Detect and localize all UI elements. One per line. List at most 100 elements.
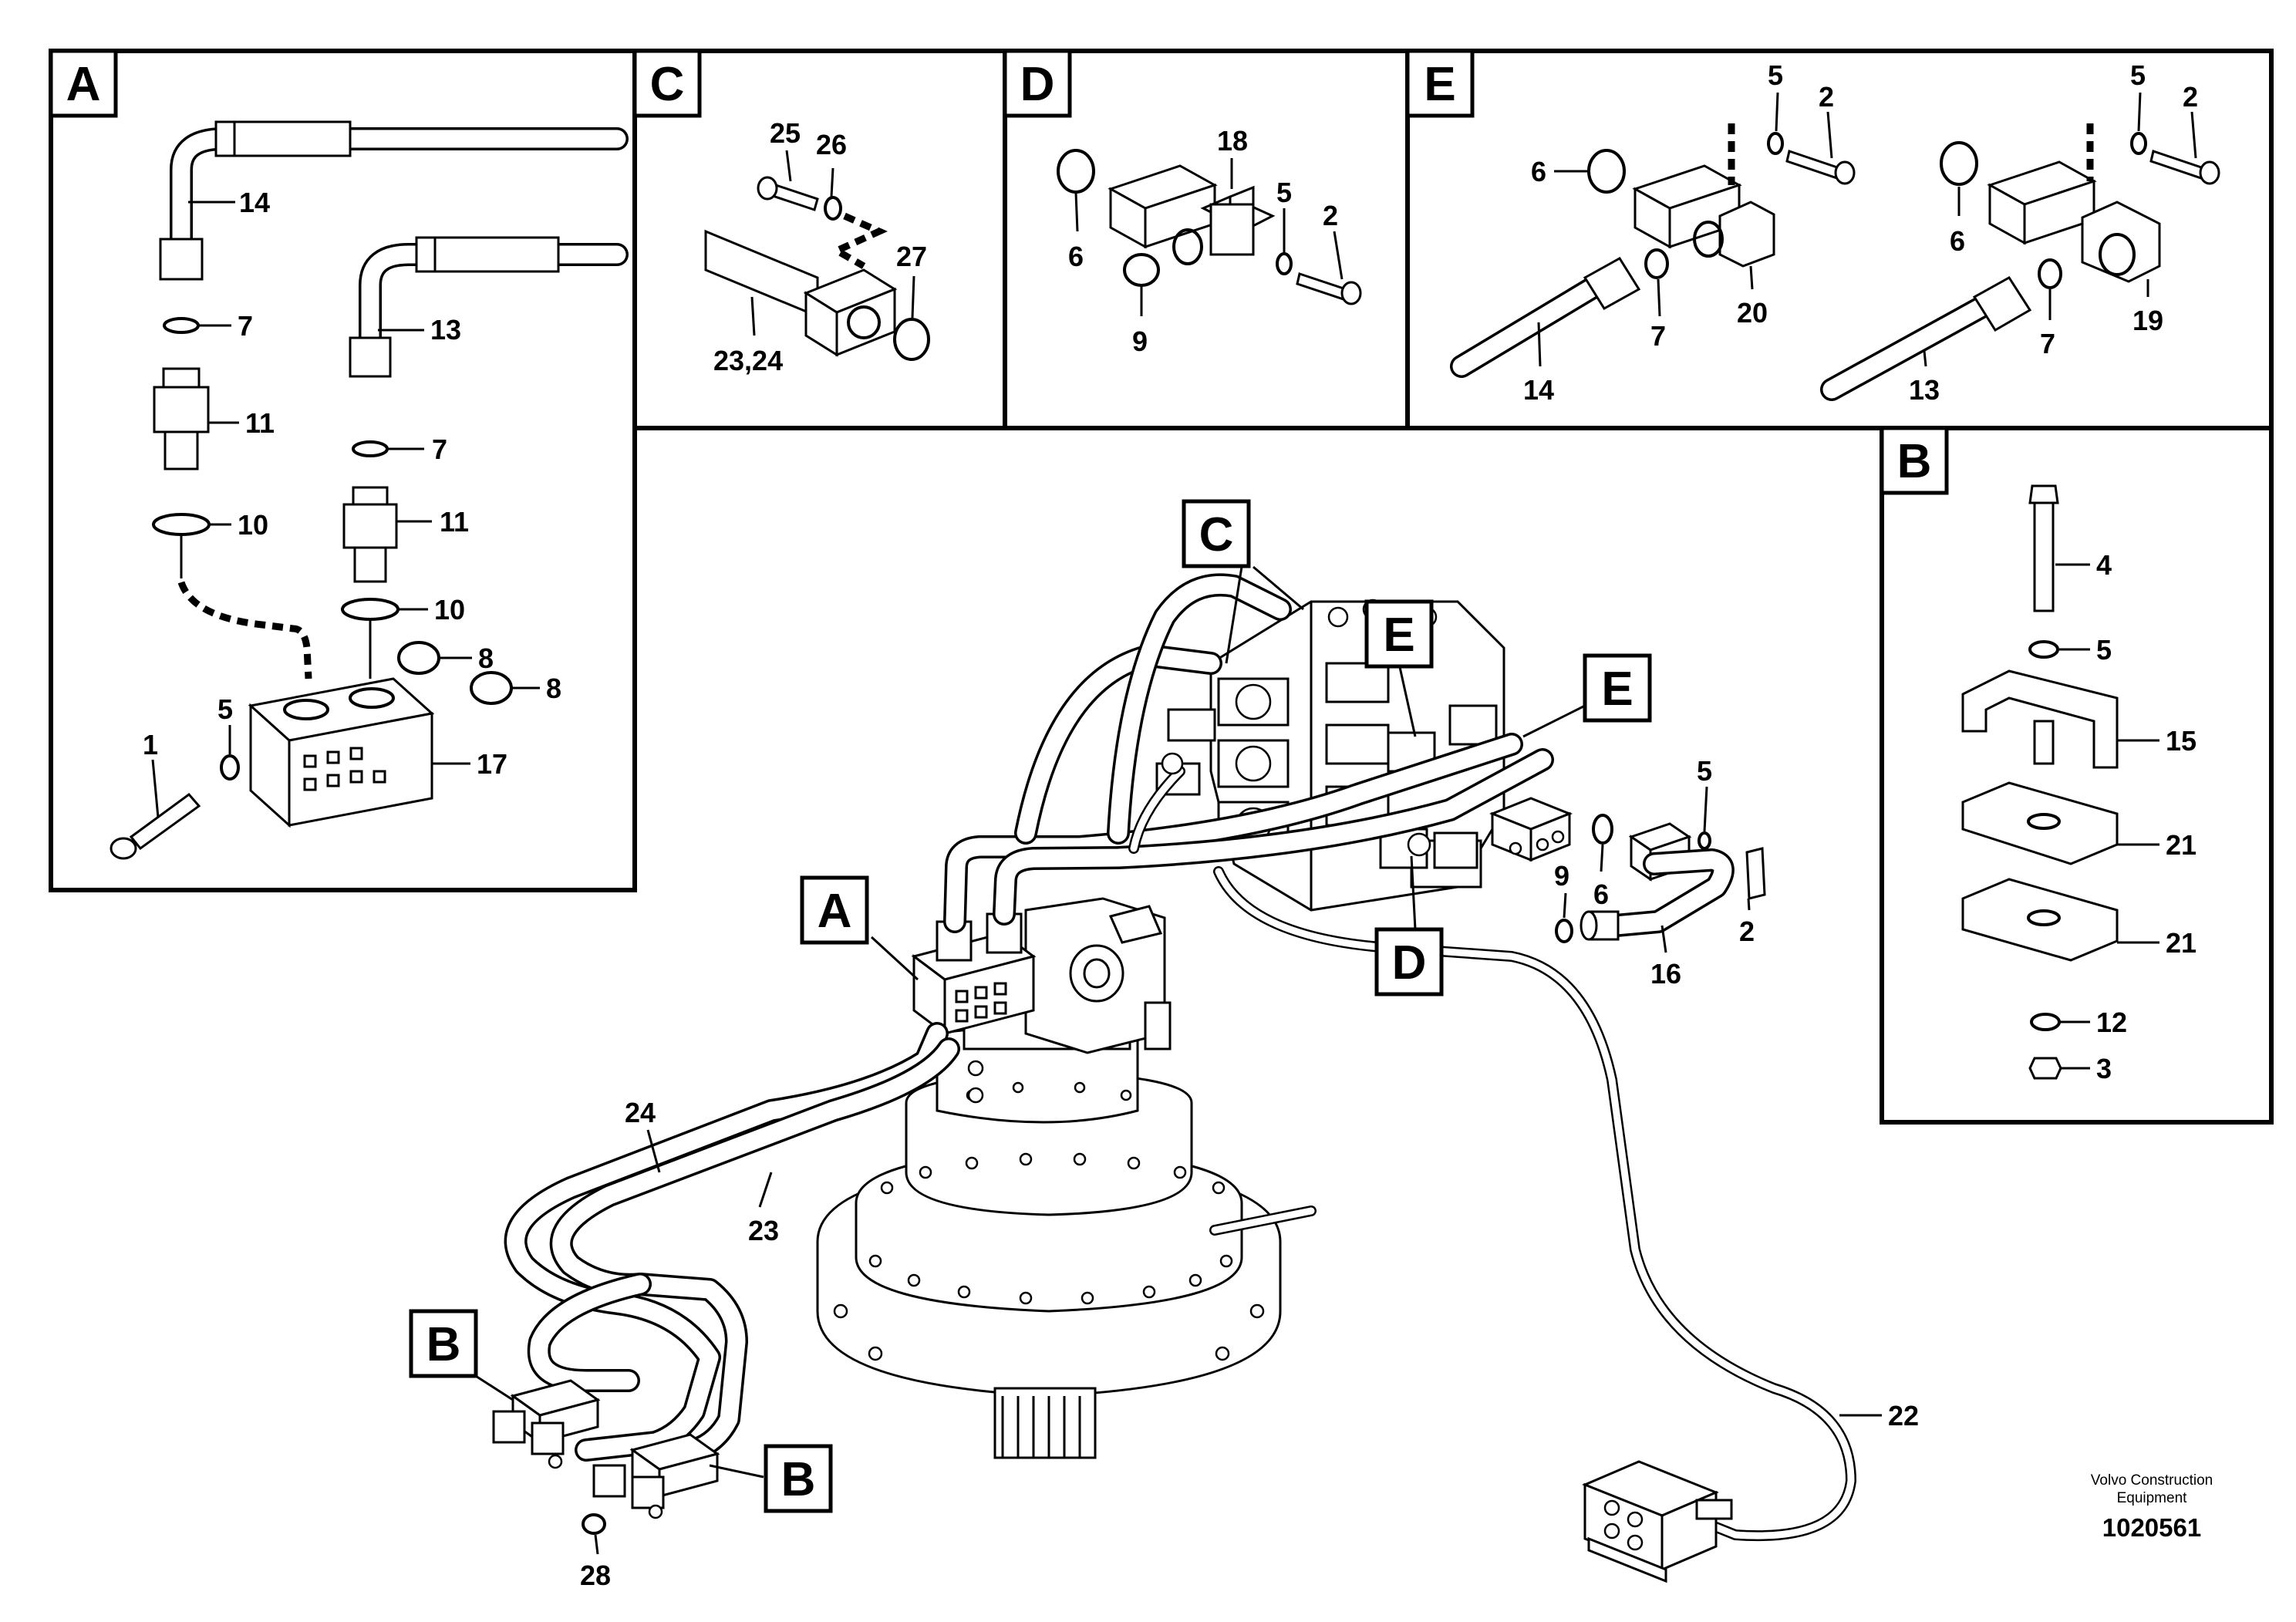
panel-b-content: 4 5 15 21 21 12 3 — [1961, 484, 2197, 1084]
washer-5-e2 — [2130, 132, 2147, 155]
svg-text:E: E — [1424, 58, 1455, 111]
pilot-valve-block — [1582, 1460, 1733, 1583]
callout-8: 8 — [546, 673, 561, 704]
oring-27 — [893, 318, 930, 361]
washer-12 — [2030, 1013, 2061, 1031]
oring-7-e1 — [1644, 248, 1669, 279]
callout-5: 5 — [1697, 755, 1712, 787]
svg-text:D: D — [1020, 58, 1055, 111]
callout-18: 18 — [1217, 125, 1248, 157]
oring-7-b — [352, 440, 389, 457]
callout-9: 9 — [1132, 325, 1148, 357]
svg-text:A: A — [818, 885, 852, 938]
pipe-clamp-assembly-upper — [492, 1379, 601, 1469]
callout-4: 4 — [2096, 549, 2112, 581]
callout-22: 22 — [1888, 1400, 1919, 1431]
callout-5: 5 — [217, 693, 233, 725]
clamp-half-21-b — [1961, 878, 2119, 962]
pipe-23-24 — [704, 229, 819, 319]
main-label-b-left: B — [409, 1309, 478, 1378]
hose-14-ferrule — [214, 120, 236, 157]
panel-d-content: 18 6 5 2 9 — [1057, 125, 1362, 357]
brand-line-2: Equipment — [2117, 1490, 2188, 1506]
distribution-block-main — [911, 912, 1037, 1036]
callout-20: 20 — [1737, 297, 1768, 329]
callout-15: 15 — [2166, 725, 2197, 757]
hose-14-e — [1450, 256, 1641, 378]
callout-5: 5 — [2096, 634, 2112, 666]
clamp-half-21-a — [1961, 781, 2119, 865]
pipe-clamp-assembly-lower — [592, 1433, 720, 1519]
output-pinion — [993, 1387, 1097, 1459]
hose-13-e — [1820, 276, 2032, 401]
panel-a-letter: A — [49, 49, 118, 118]
bolt-1 — [110, 792, 201, 860]
distribution-block-17 — [248, 677, 435, 828]
oring-6-d — [1057, 149, 1095, 194]
callout-23: 23 — [748, 1215, 779, 1246]
callout-27: 27 — [896, 241, 927, 272]
washer-5-e1 — [1767, 132, 1784, 155]
callout-25: 25 — [770, 117, 801, 149]
oring-6-main — [1592, 814, 1613, 845]
main-label-c: C — [1182, 499, 1251, 568]
adapter-11-a — [153, 367, 210, 470]
callout-17: 17 — [477, 748, 507, 780]
hose-14-path — [177, 581, 312, 679]
callout-21: 21 — [2166, 829, 2197, 861]
callout-7: 7 — [432, 433, 447, 465]
flange-adapter-18 — [1108, 164, 1276, 265]
main-label-b-right: B — [764, 1444, 833, 1513]
svg-text:B: B — [426, 1318, 461, 1371]
oring-10-b — [341, 598, 400, 621]
callout-12: 12 — [2096, 1007, 2127, 1038]
swing-motor-head — [1024, 897, 1172, 1054]
callout-10: 10 — [434, 594, 465, 626]
callout-5: 5 — [2130, 59, 2146, 91]
callout-13: 13 — [430, 314, 461, 346]
svg-text:E: E — [1601, 663, 1633, 716]
callout-14: 14 — [1523, 374, 1554, 406]
main-label-e-upper: E — [1364, 599, 1434, 669]
washer-5-b — [2028, 640, 2059, 659]
oring-7-e2 — [2038, 258, 2062, 289]
document-number: 1020561 — [2102, 1513, 2201, 1542]
callout-6: 6 — [1593, 878, 1609, 910]
bolt-2-main — [1745, 847, 1766, 900]
oring-7-a — [163, 317, 200, 334]
oring-9 — [1123, 253, 1160, 287]
callout-7: 7 — [1650, 320, 1666, 352]
callout-11: 11 — [440, 506, 469, 538]
flange-adapter-19 — [1987, 160, 2161, 283]
callout-7: 7 — [238, 310, 253, 342]
bolt-4 — [2028, 484, 2059, 612]
oring-6-e1 — [1587, 149, 1626, 194]
callout-10: 10 — [238, 509, 268, 541]
bolt-2-e1 — [1785, 150, 1856, 185]
hose-22 — [1213, 866, 1856, 1542]
callout-7: 7 — [2040, 328, 2055, 359]
block-16-assembly — [1489, 797, 1573, 862]
callout-2: 2 — [1819, 81, 1834, 113]
callout-5: 5 — [1768, 59, 1783, 91]
oring-8-a — [397, 641, 440, 675]
main-label-a: A — [800, 875, 869, 945]
callout-14: 14 — [239, 187, 270, 218]
panel-c-content: 25 26 27 23,24 — [704, 117, 930, 376]
nut-3 — [2028, 1057, 2062, 1080]
callout-2: 2 — [1739, 916, 1755, 947]
main-label-e-right: E — [1583, 653, 1652, 723]
callout-11: 11 — [245, 407, 275, 439]
adapter-11-b — [342, 486, 398, 583]
callout-6: 6 — [1531, 156, 1546, 187]
brand-line-1: Volvo Construction — [2091, 1472, 2213, 1489]
oring-6-e2 — [1940, 141, 1978, 186]
bolt-2-e2 — [2149, 150, 2220, 185]
svg-text:A: A — [66, 58, 101, 111]
panel-a-content: 14 7 11 10 13 7 11 10 8 8 5 1 17 — [110, 120, 629, 860]
clamp-cap-15 — [1961, 669, 2119, 769]
callout-26: 26 — [816, 129, 847, 160]
callout-24: 24 — [625, 1097, 656, 1128]
svg-text:E: E — [1383, 609, 1414, 662]
